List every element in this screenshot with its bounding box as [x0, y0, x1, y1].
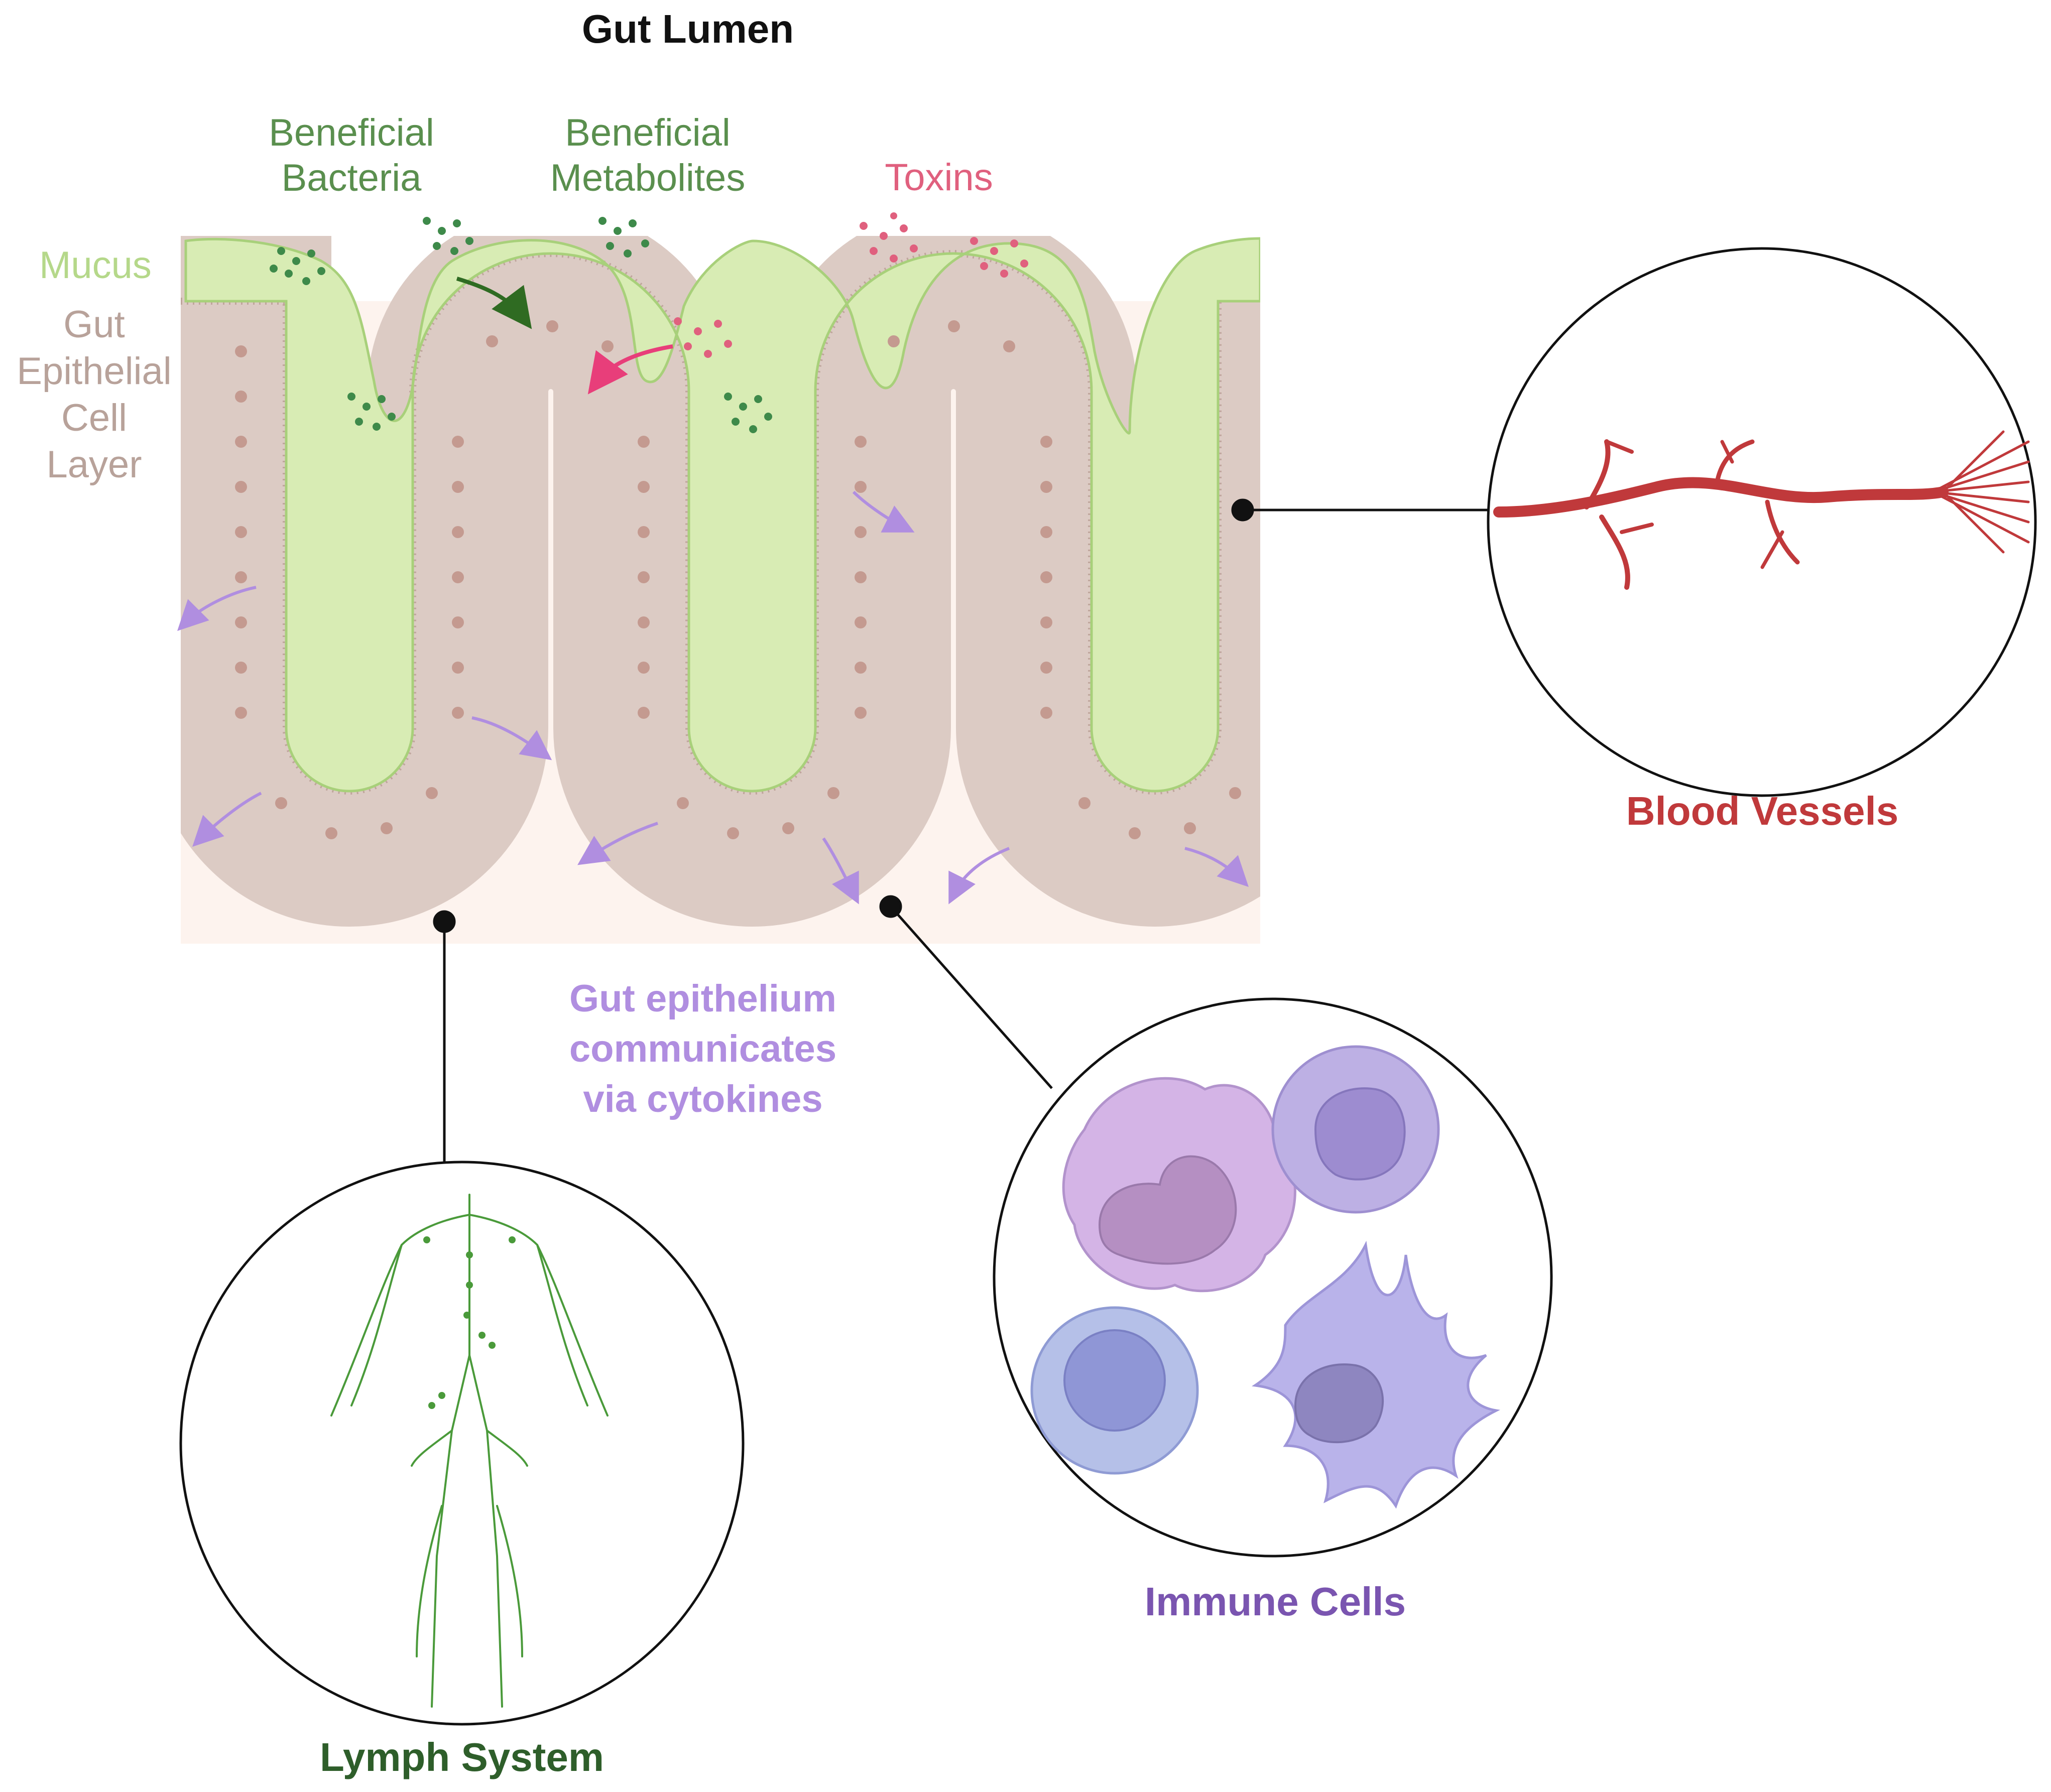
label-epithelial-line4: Layer — [46, 443, 142, 486]
label-mucus: Mucus — [39, 244, 152, 287]
mucus-layer — [184, 237, 1260, 793]
label-gut-epithelial-cell-layer: Gut Epithelial Cell Layer — [0, 301, 188, 488]
label-metabolites-line1: Beneficial — [565, 111, 731, 154]
toxin-arrow — [587, 344, 673, 395]
label-blood-vessels: Blood Vessels — [1626, 789, 1899, 833]
cell-nuclei — [235, 320, 1241, 839]
blood-vessels-panel — [1487, 247, 2037, 797]
lymph-system-icon — [330, 1194, 609, 1708]
macrophage-cell — [1062, 1077, 1296, 1293]
label-toxins: Toxins — [885, 156, 993, 199]
metabolite-arrow — [456, 277, 532, 329]
epithelial-cell-layer — [181, 236, 1260, 927]
label-cytokines-line2: communicates — [569, 1028, 837, 1070]
label-epithelial-line2: Epithelial — [17, 350, 172, 393]
label-epithelial-line1: Gut — [63, 303, 125, 346]
connectors — [433, 498, 1489, 1169]
label-cytokines-line3: via cytokines — [583, 1078, 823, 1120]
granulocyte-cell — [1271, 1045, 1440, 1214]
beneficial-bacteria-clusters — [270, 217, 772, 433]
label-bacteria-line1: Beneficial — [269, 111, 434, 154]
lymph-system-panel — [179, 1161, 745, 1726]
lymph-nodes — [423, 1236, 516, 1409]
label-lymph-system: Lymph System — [319, 1735, 605, 1779]
label-beneficial-bacteria: Beneficial Bacteria — [231, 110, 472, 201]
label-epithelial-line3: Cell — [61, 397, 127, 439]
label-bacteria-line2: Bacteria — [281, 157, 422, 199]
label-metabolites-line2: Metabolites — [550, 157, 746, 199]
lymphocyte-cell — [1030, 1306, 1199, 1475]
label-cytokines-line1: Gut epithelium — [569, 977, 836, 1020]
label-immune-cells: Immune Cells — [1144, 1579, 1406, 1624]
title-gut-lumen: Gut Lumen — [581, 7, 794, 51]
cytokine-arrows — [177, 490, 1249, 905]
immune-cells-panel — [993, 997, 1553, 1558]
blood-vessel-icon — [1493, 430, 2030, 590]
label-beneficial-metabolites: Beneficial Metabolites — [522, 110, 773, 201]
toxin-clusters — [674, 212, 1028, 358]
label-cytokines: Gut epithelium communicates via cytokine… — [532, 974, 874, 1124]
dendritic-cell — [1252, 1240, 1500, 1509]
